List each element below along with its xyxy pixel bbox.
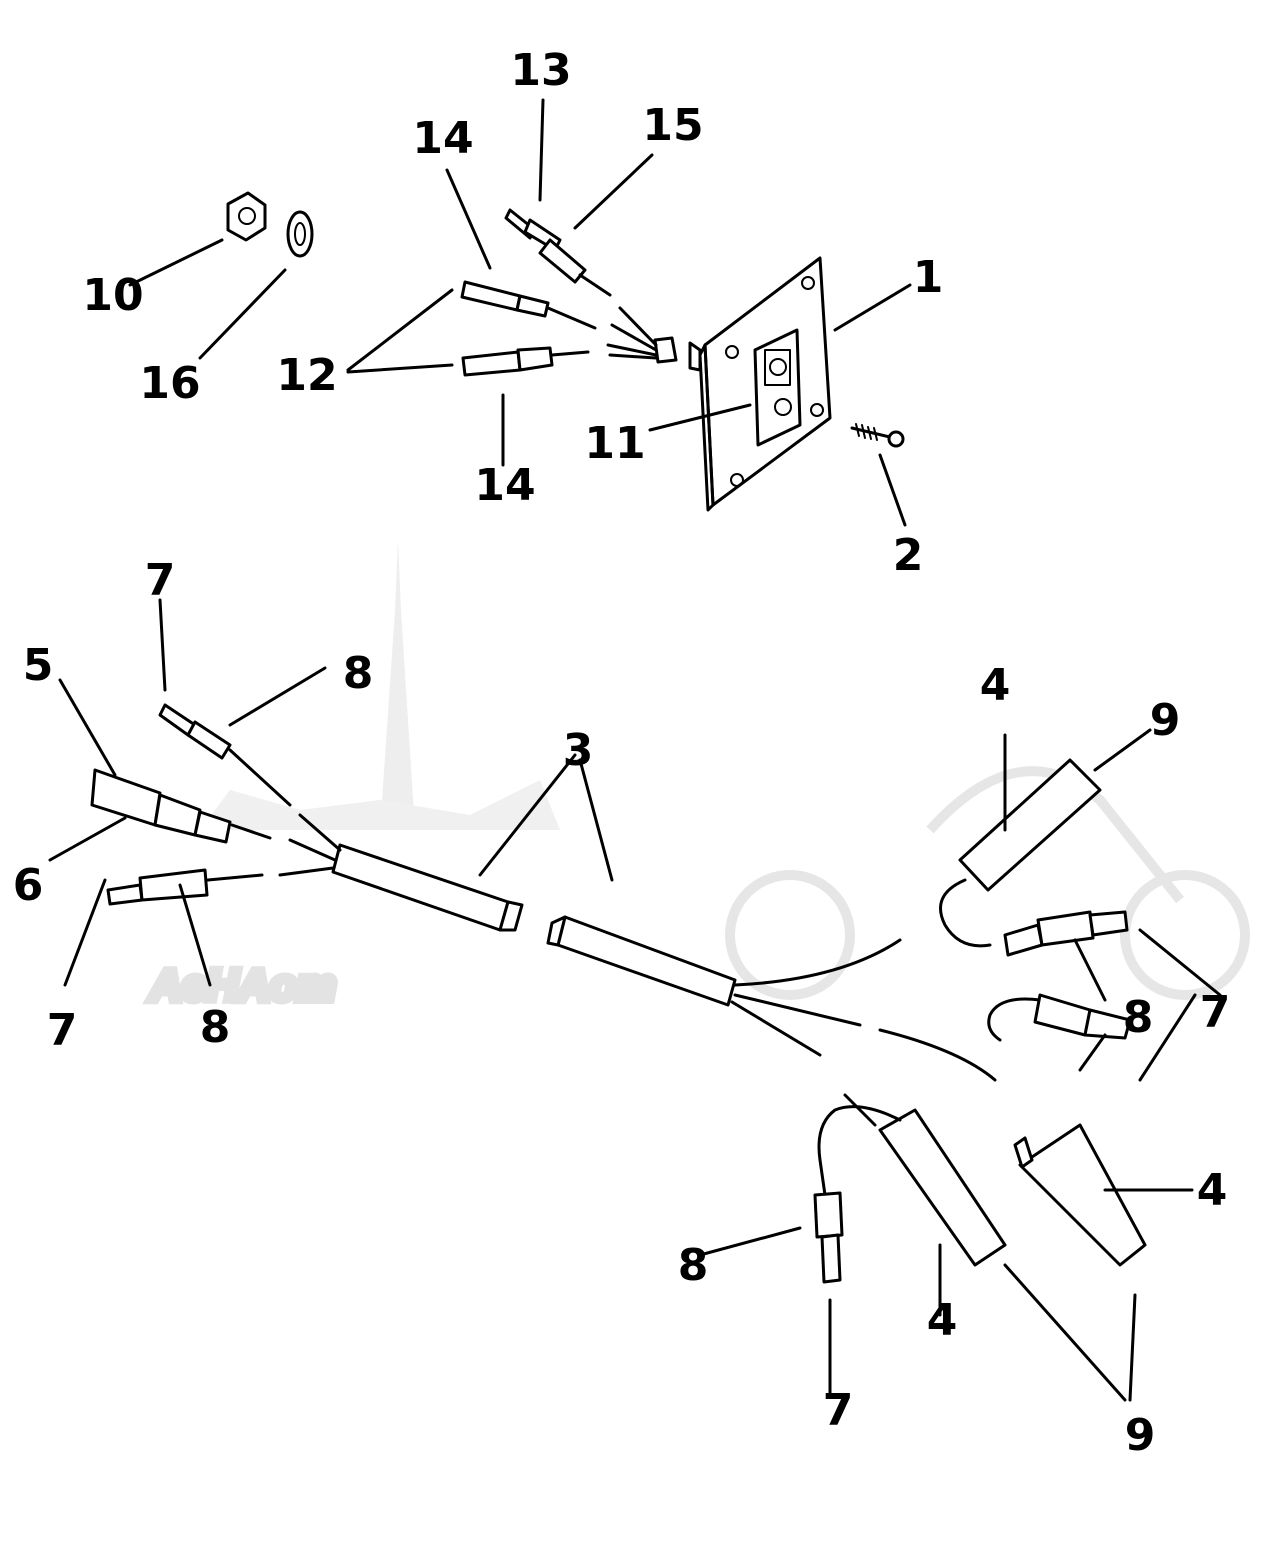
callout-7-right: 7 [1200,987,1231,1038]
switch-part-11 [688,328,802,447]
harness-part-3-right [546,915,902,1057]
callout-12: 12 [276,350,337,401]
callout-4-bottom: 4 [927,1295,958,1346]
callout-8-lower-left: 8 [200,1002,231,1053]
callout-2: 2 [893,530,924,581]
callout-11: 11 [584,418,645,469]
terminal-part-14-top [460,280,597,330]
callout-1: 1 [913,252,944,303]
callout-4-top: 4 [980,660,1011,711]
callout-labels: 1 2 3 4 4 4 5 6 7 7 7 7 8 8 8 8 9 9 10 1… [13,45,1231,1461]
nut-part-10 [226,191,267,242]
left-connectors [90,703,292,906]
switch-wire-bundle [606,306,678,364]
callout-7-lower-left: 7 [47,1005,78,1056]
callout-9-bottom: 9 [1125,1410,1156,1461]
callout-7-bottom: 7 [823,1385,854,1436]
terminal-part-13-15 [504,208,612,297]
washer-part-16 [286,210,314,258]
callout-6: 6 [13,860,44,911]
callout-5: 5 [23,640,54,691]
terminal-part-14-bottom [461,346,590,377]
callout-8-upper-left: 8 [343,648,374,699]
watermark-text: AeHAom [149,961,336,1010]
callout-4-right: 4 [1197,1165,1228,1216]
harness-part-3-left [278,813,524,932]
leader-lines [48,98,1222,1402]
callout-16: 16 [139,358,200,409]
callout-9-top: 9 [1150,695,1181,746]
callout-14-top: 14 [412,113,473,164]
screw-part-2 [850,423,905,448]
callout-13: 13 [510,45,571,96]
callout-15: 15 [642,100,703,151]
callout-8-right: 8 [1123,992,1154,1043]
callout-10: 10 [82,270,143,321]
callout-8-bottom: 8 [678,1240,709,1291]
callout-7-upper-left: 7 [145,555,176,606]
right-connectors [813,758,1147,1284]
callout-3: 3 [563,725,594,776]
callout-14-bottom: 14 [474,460,535,511]
